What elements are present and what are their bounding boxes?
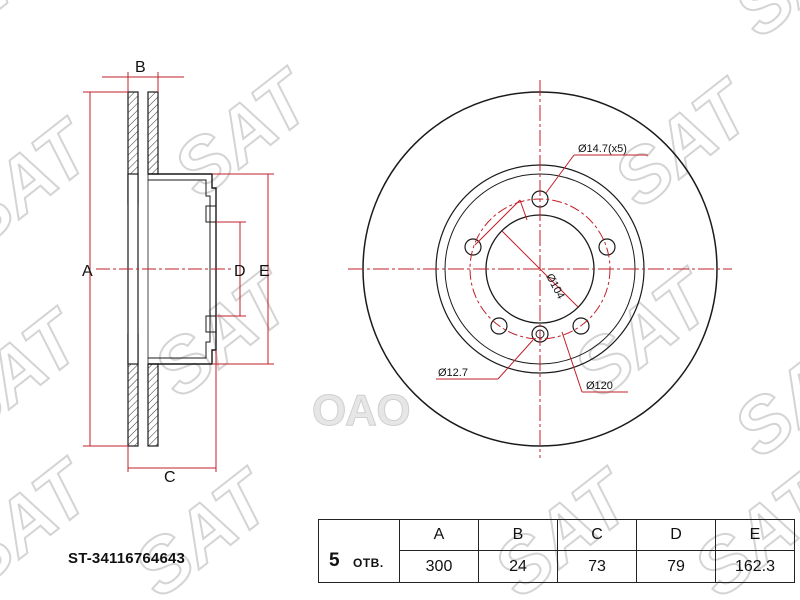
watermark-logo: SAT [0, 103, 110, 264]
holes-unit: ОТВ. [353, 556, 384, 570]
watermark-logo: SAT [718, 0, 800, 53]
table-header-cell: A [399, 519, 479, 551]
table-header-cell: D [636, 519, 716, 551]
front-construction-lines [348, 80, 732, 458]
inner-plate-lower [147, 363, 159, 447]
watermark-logo: SAT [138, 253, 310, 414]
inner-plate-upper [147, 91, 159, 175]
table-header-cell: E [715, 519, 795, 551]
watermark-logo: SAT [118, 453, 290, 600]
table-value-cell: 79 [636, 550, 716, 583]
dim-label-e: E [259, 263, 270, 280]
part-number: ST-34116764643 [68, 550, 186, 567]
dim-label-a: A [82, 263, 93, 280]
table-header-cell: C [557, 519, 637, 551]
dim-label-d: D [234, 263, 246, 280]
center-bore-label: Ø104 [543, 272, 566, 301]
side-dimension-labels: A B C D E [82, 59, 270, 486]
holes-cell: 5 ОТВ. [318, 519, 400, 583]
table-header-row: 5 ОТВ. A B C D E [318, 519, 795, 583]
table-value-cell: 73 [557, 550, 637, 583]
dim-label-c: C [164, 469, 176, 486]
watermark-ru: ОАО [312, 386, 411, 435]
table-value-cell: 300 [399, 550, 479, 583]
watermark-logo: SAT [0, 293, 100, 454]
watermark-logo: SAT [518, 0, 690, 3]
bolt-hole [464, 238, 482, 256]
watermark-logo: SAT [108, 0, 280, 3]
bolt-circle-label: Ø120 [586, 380, 613, 392]
table-value-row: 300 24 73 79 162.3 [319, 550, 795, 583]
pin-hole-label: Ø12.7 [438, 367, 468, 379]
holes-count: 5 [329, 550, 340, 571]
bolt-hole [572, 317, 590, 335]
table-header-cell: B [478, 519, 558, 551]
side-dimensions [83, 72, 274, 472]
front-dimension-labels: Ø14.7(x5) Ø104 Ø12.7 Ø120 [438, 143, 627, 392]
watermark-logo: SAT [718, 313, 800, 474]
table-value-cell: 24 [478, 550, 558, 583]
bolt-hole [598, 238, 616, 256]
bolt-circle [469, 198, 611, 340]
side-view [96, 91, 232, 447]
dim-label-b: B [135, 59, 146, 76]
watermark-logo: SAT [0, 0, 90, 53]
bolt-hole [490, 317, 508, 335]
watermark-logo: SAT [0, 443, 110, 600]
bolt-hole-label: Ø14.7(x5) [578, 143, 627, 155]
table-value-cell: 162.3 [715, 550, 795, 583]
dimension-table: 5 ОТВ. A B C D E 300 24 73 79 162.3 [318, 519, 795, 583]
